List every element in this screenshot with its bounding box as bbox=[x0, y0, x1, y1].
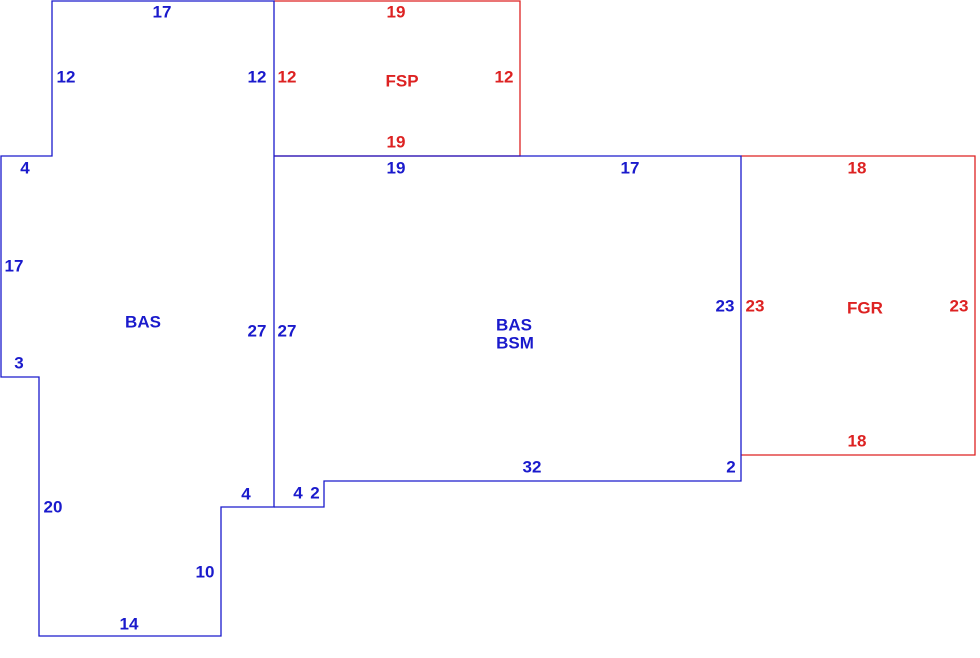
dim-bas-left-bottom: 14 bbox=[120, 615, 139, 634]
dim-fsp-top: 19 bbox=[387, 3, 406, 22]
bas-bsm-outline bbox=[274, 155, 742, 508]
dim-bas-bsm-step-right: 2 bbox=[726, 458, 735, 477]
dim-bas-left-upper-right: 12 bbox=[248, 68, 267, 87]
dim-bas-left-right: 27 bbox=[248, 322, 267, 341]
dim-bas-left-upper-left: 12 bbox=[57, 68, 76, 87]
dim-bas-bsm-left: 27 bbox=[278, 322, 297, 341]
dim-bas-left-lower-right: 10 bbox=[196, 563, 215, 582]
area-label-bsm: BSM bbox=[496, 334, 534, 353]
dim-bas-left-top: 17 bbox=[153, 3, 172, 22]
dim-bas-left-lower-left: 20 bbox=[44, 498, 63, 517]
dim-fgr-top: 18 bbox=[848, 159, 867, 178]
area-label-fgr: FGR bbox=[847, 299, 883, 318]
dim-fsp-bottom: 19 bbox=[387, 133, 406, 152]
dim-bas-bsm-right: 23 bbox=[716, 297, 735, 316]
dim-bas-bsm-notch: 4 bbox=[293, 484, 303, 503]
dim-bas-bsm-top-right: 17 bbox=[621, 159, 640, 178]
dim-fsp-right: 12 bbox=[495, 68, 514, 87]
dim-fgr-right: 23 bbox=[950, 297, 969, 316]
dim-fgr-left: 23 bbox=[746, 297, 765, 316]
dim-fsp-left: 12 bbox=[278, 68, 297, 87]
dim-bas-bsm-top-left: 19 bbox=[387, 159, 406, 178]
area-label-bas: BAS bbox=[496, 316, 532, 335]
dim-bas-bsm-bottom: 32 bbox=[523, 458, 542, 477]
area-label-bas-left: BAS bbox=[125, 313, 161, 332]
bas-left-outline bbox=[0, 0, 275, 637]
dim-fgr-bottom: 18 bbox=[848, 432, 867, 451]
dim-bas-left-step-mid: 3 bbox=[14, 354, 23, 373]
fgr-outline bbox=[741, 155, 976, 456]
dim-bas-left-left: 17 bbox=[5, 257, 24, 276]
dim-bas-left-notch: 4 bbox=[241, 485, 251, 504]
area-label-fsp: FSP bbox=[385, 72, 418, 91]
dim-bas-bsm-step-small: 2 bbox=[310, 484, 319, 503]
dim-bas-left-step-top: 4 bbox=[20, 159, 30, 178]
